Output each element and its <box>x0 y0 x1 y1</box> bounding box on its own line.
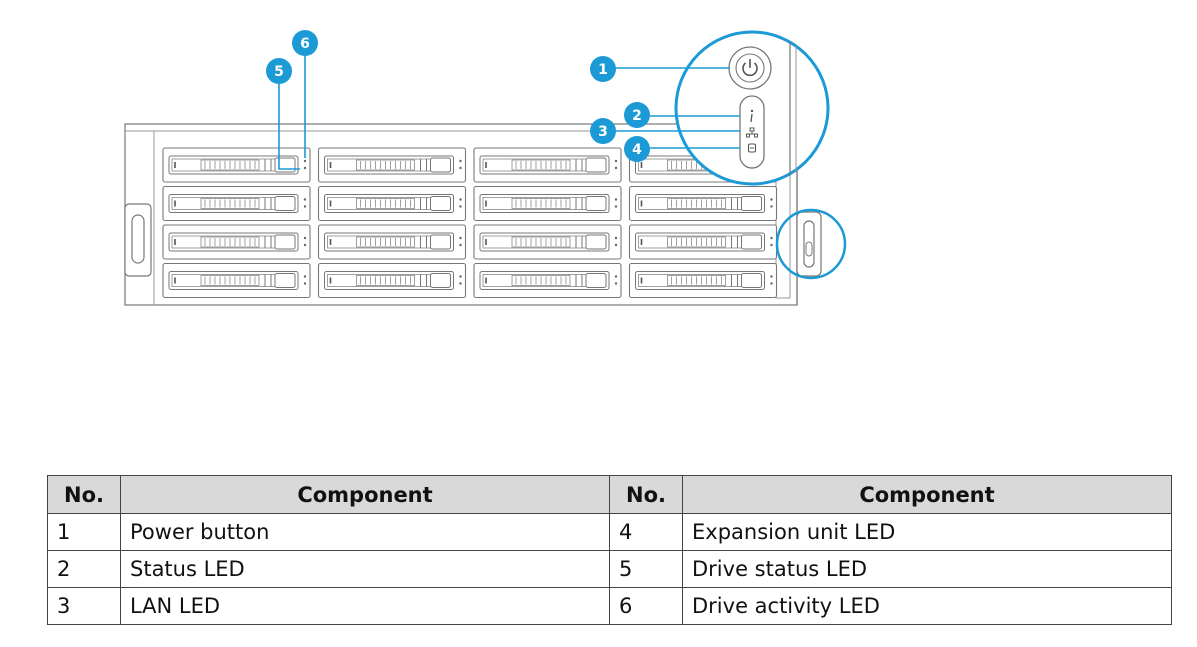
drive-tray <box>162 147 311 183</box>
nas-front-panel-diagram: 1 2 3 4 5 6 <box>124 30 847 306</box>
drive-tray <box>162 185 311 222</box>
drive-tray <box>473 262 622 299</box>
column-header-component: Component <box>682 475 1172 514</box>
drive-tray <box>317 262 467 299</box>
column-header-no: No. <box>609 475 683 514</box>
cell-component: Drive activity LED <box>682 587 1172 625</box>
drive-tray <box>473 185 622 222</box>
drive-tray <box>628 185 778 222</box>
callout-number: 6 <box>300 36 310 52</box>
expansion-icon <box>747 143 757 153</box>
cell-component: LAN LED <box>120 587 610 625</box>
info-icon <box>750 109 754 123</box>
control-panel-magnifier <box>674 30 830 186</box>
cell-no: 4 <box>609 513 683 551</box>
cell-no: 1 <box>47 513 121 551</box>
drive-tray <box>317 224 467 260</box>
drive-tray <box>473 224 622 260</box>
cell-no: 5 <box>609 550 683 588</box>
drive-tray <box>628 224 778 260</box>
cell-no: 6 <box>609 587 683 625</box>
callout-badge-2: 2 <box>624 102 650 128</box>
callout-number: 4 <box>632 142 642 158</box>
power-icon <box>742 59 758 77</box>
components-table: No. Component No. Component 1 Power butt… <box>47 475 1172 625</box>
callout-number: 5 <box>274 64 284 80</box>
callout-badge-5: 5 <box>266 58 292 84</box>
cell-component: Status LED <box>120 550 610 588</box>
callout-badge-6: 6 <box>292 30 318 56</box>
drive-bay-grid <box>162 147 778 299</box>
callout-badge-3: 3 <box>590 118 616 144</box>
callout-number: 1 <box>598 62 608 78</box>
drive-tray <box>317 147 467 183</box>
callout-badge-1: 1 <box>590 56 616 82</box>
cell-component: Power button <box>120 513 610 551</box>
table-row: 2 Status LED 5 Drive status LED <box>47 550 1172 588</box>
table-row: 3 LAN LED 6 Drive activity LED <box>47 587 1172 625</box>
column-header-no: No. <box>47 475 121 514</box>
cell-no: 3 <box>47 587 121 625</box>
drive-tray <box>162 224 311 260</box>
cell-component: Drive status LED <box>682 550 1172 588</box>
table-header-row: No. Component No. Component <box>47 475 1172 514</box>
callout-badge-4: 4 <box>624 136 650 162</box>
network-icon <box>746 127 758 138</box>
callout-leader-lines <box>278 56 740 170</box>
callout-number: 3 <box>598 124 608 140</box>
callout-number: 2 <box>632 108 642 124</box>
right-rack-ear <box>796 211 822 277</box>
table-row: 1 Power button 4 Expansion unit LED <box>47 513 1172 551</box>
left-rack-ear <box>124 203 152 277</box>
cell-no: 2 <box>47 550 121 588</box>
latch-highlight-circle <box>775 208 847 280</box>
drive-tray <box>162 262 311 299</box>
cell-component: Expansion unit LED <box>682 513 1172 551</box>
drive-tray <box>317 185 467 222</box>
column-header-component: Component <box>120 475 610 514</box>
nas-front-panel-figure: 1 2 3 4 5 6 <box>124 30 847 306</box>
drive-tray <box>473 147 622 183</box>
drive-tray <box>628 262 778 299</box>
